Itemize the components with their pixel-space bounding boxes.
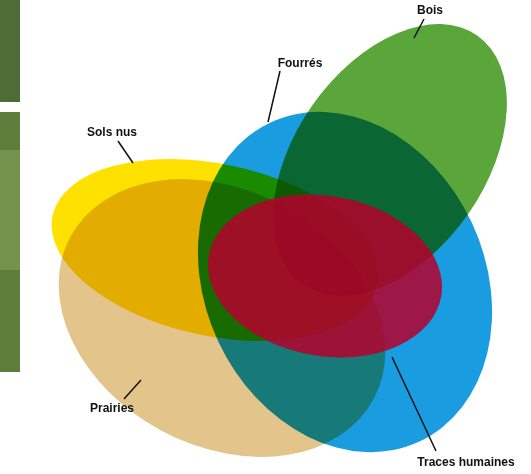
leader-line — [268, 71, 280, 122]
photo-thumbnail — [0, 0, 20, 102]
region-label: Traces humaines — [417, 455, 514, 469]
region-label: Bois — [417, 3, 443, 17]
traces-humaines-ellipse — [195, 177, 455, 376]
leader-line — [124, 380, 141, 399]
region-label: Sols nus — [87, 125, 137, 139]
photo-texture — [0, 0, 20, 102]
leader-line — [392, 357, 436, 451]
leader-line — [414, 19, 424, 38]
region-label: Fourrés — [278, 56, 323, 70]
photo-texture — [0, 150, 20, 270]
region-label: Prairies — [90, 401, 134, 415]
photo-thumbnail — [0, 112, 20, 372]
leader-line — [118, 141, 133, 163]
